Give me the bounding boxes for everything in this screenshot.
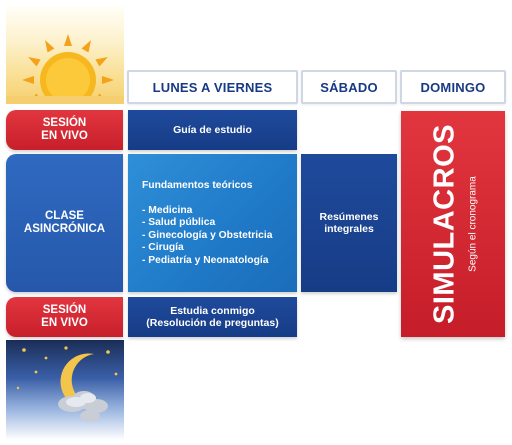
- morning-label-line1: SESIÓN: [42, 117, 87, 129]
- cell-integral-summaries: Resúmenes integrales: [301, 154, 397, 292]
- row-label-evening-session: SESIÓN EN VIVO: [6, 297, 123, 337]
- evening-label-line2: EN VIVO: [41, 317, 88, 329]
- cell-study-with-me: Estudia conmigo (Resolución de preguntas…: [128, 297, 297, 337]
- morning-label-line2: EN VIVO: [41, 130, 88, 142]
- async-label-line2: ASINCRÓNICA: [23, 223, 106, 235]
- header-saturday: SÁBADO: [301, 70, 397, 104]
- day-tile: [6, 6, 124, 108]
- list-item: - Pediatría y Neonatología: [142, 254, 269, 266]
- theory-title: Fundamentos teóricos: [142, 180, 253, 191]
- header-sunday-label: DOMINGO: [420, 79, 486, 95]
- simulations-subtitle: Según el cronograma: [467, 176, 479, 272]
- cell-simulations: SIMULACROS Según el cronograma: [401, 111, 505, 337]
- header-sunday: DOMINGO: [400, 70, 506, 104]
- simulations-title: SIMULACROS: [428, 124, 461, 324]
- row-label-morning-session: SESIÓN EN VIVO: [6, 110, 123, 150]
- row-label-async-class: CLASE ASINCRÓNICA: [6, 154, 123, 292]
- header-weekdays: LUNES A VIERNES: [127, 70, 298, 104]
- topic-list: - Medicina - Salud pública - Ginecología…: [142, 205, 297, 268]
- async-label-line1: CLASE: [45, 210, 84, 222]
- list-item: - Medicina: [142, 204, 193, 216]
- cell-study-guide: Guía de estudio: [128, 110, 297, 150]
- list-item: - Cirugía: [142, 242, 184, 254]
- evening-label-line1: SESIÓN: [42, 304, 87, 316]
- list-item: - Ginecología y Obstetricia: [142, 229, 273, 241]
- header-weekdays-label: LUNES A VIERNES: [152, 79, 273, 95]
- cell-theory-fundamentals: Fundamentos teóricos - Medicina - Salud …: [128, 154, 297, 292]
- study-with-me-line1: Estudia conmigo: [170, 305, 255, 317]
- study-with-me-line2: (Resolución de preguntas): [146, 317, 279, 329]
- summaries-line2: integrales: [324, 223, 374, 235]
- header-saturday-label: SÁBADO: [320, 79, 378, 95]
- summaries-line1: Resúmenes: [319, 211, 379, 223]
- study-guide-label: Guía de estudio: [173, 124, 252, 136]
- moon-stars-icon: [16, 346, 118, 422]
- sun-icon: [6, 34, 124, 108]
- night-tile: [6, 340, 124, 440]
- list-item: - Salud pública: [142, 217, 216, 229]
